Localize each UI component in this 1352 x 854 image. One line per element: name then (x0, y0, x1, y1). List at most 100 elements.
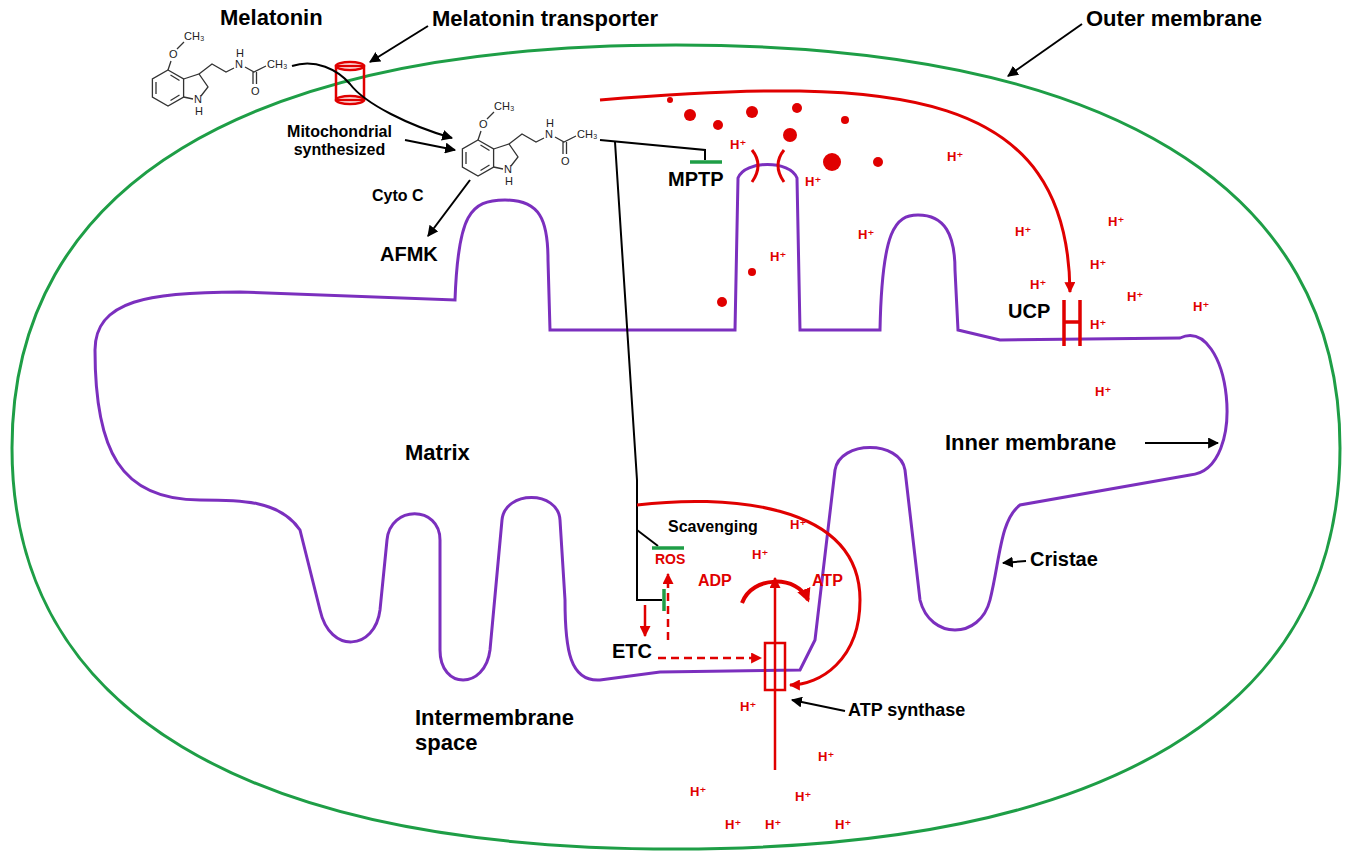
proton-label: H⁺ (805, 175, 821, 190)
leader-arrow (370, 26, 428, 62)
part-label: Matrix (405, 440, 470, 465)
proton-label: H⁺ (1193, 300, 1209, 315)
proton-label: H⁺ (858, 228, 874, 243)
proton-label: H⁺ (1090, 318, 1106, 333)
part-label: Outer membrane (1086, 6, 1262, 31)
atom-label: CH₃ (184, 30, 204, 43)
part-label: Mitochondrial synthesized (272, 123, 407, 160)
drawing-part (748, 268, 756, 276)
ucp-channel (1064, 300, 1080, 346)
proton-label: H⁺ (818, 750, 834, 765)
atom-label: N (545, 128, 553, 141)
inhibition-bar (690, 160, 722, 164)
leader-arrow (1003, 561, 1026, 563)
proton-label: H⁺ (770, 250, 786, 265)
proton-label: H⁺ (1095, 385, 1111, 400)
proton-label: H⁺ (1030, 278, 1046, 293)
atom-label: CH₃ (494, 100, 514, 113)
drawing-part (478, 112, 494, 140)
drawing-part (746, 106, 758, 118)
melatonin-structure (152, 42, 266, 106)
proton-label: H⁺ (1127, 290, 1143, 305)
part-label: ETC (612, 640, 652, 663)
etc-inhibition-bar (662, 589, 666, 611)
drawing-part (667, 97, 673, 103)
atom-label: N (504, 163, 512, 176)
drawing-part (684, 109, 696, 121)
proton-label: H⁺ (740, 700, 756, 715)
atom-label: CH₃ (267, 58, 287, 71)
part-label: Cyto C (372, 187, 424, 205)
drawing-part (841, 116, 849, 124)
part-label: Melatonin (220, 5, 323, 30)
drawing-part (156, 75, 180, 101)
part-label: ATP synthase (848, 700, 965, 721)
part-label: ADP (698, 572, 732, 590)
ros-production-arrow (667, 574, 670, 640)
proton-label: H⁺ (1108, 215, 1124, 230)
melatonin-structure (462, 112, 576, 176)
atom-label: O (251, 85, 260, 98)
part-label: Melatonin transporter (432, 6, 658, 31)
proton-label: H⁺ (947, 150, 963, 165)
drawing-part (199, 64, 266, 84)
atom-label: O (479, 118, 488, 131)
drawing-part (823, 153, 841, 171)
atom-label: H (195, 105, 203, 118)
atom-label: H (546, 117, 554, 130)
part-label: Scavenging (668, 518, 758, 536)
proton-dots (667, 97, 883, 307)
leader-arrow (1145, 442, 1218, 444)
proton-label: H⁺ (725, 818, 741, 833)
leader-arrow (792, 700, 845, 711)
proton-label: H⁺ (765, 818, 781, 833)
etc-arrow (644, 605, 647, 636)
etc-to-synthase-arrow (658, 657, 761, 660)
atom-label: H (236, 47, 244, 60)
part-label: Inner membrane (945, 430, 1116, 455)
part-label: UCP (1008, 300, 1050, 323)
drawing-part (336, 62, 364, 70)
drawing-part (168, 42, 184, 70)
atom-label: O (561, 155, 570, 168)
drawing-part (462, 140, 493, 176)
drawing-part (792, 103, 802, 113)
proton-label: H⁺ (790, 518, 806, 533)
part-label: Intermembrane space (415, 705, 605, 756)
ucp-activation-arrow (600, 91, 1070, 292)
leader-arrow (1008, 24, 1082, 76)
mptp-pore (752, 150, 784, 182)
drawing-part (783, 128, 797, 142)
proton-label: H⁺ (795, 790, 811, 805)
drawing-part (717, 297, 727, 307)
melatonin-branch-line (615, 142, 662, 600)
scavenging-line (637, 530, 658, 546)
drawing-part (509, 134, 576, 154)
atom-label: CH₃ (577, 128, 597, 141)
atom-label: H (505, 175, 513, 188)
atom-label: O (169, 48, 178, 61)
drawing-part (466, 145, 490, 171)
inner-membrane (95, 165, 1227, 681)
proton-label: H⁺ (690, 785, 706, 800)
part-label: ATP (812, 572, 843, 590)
proton-label: H⁺ (1090, 258, 1106, 273)
atp-support-arrow (637, 501, 860, 685)
drawing-part (752, 150, 758, 182)
drawing-part (778, 150, 784, 182)
part-label: AFMK (380, 243, 438, 266)
metabolism-arrow (428, 180, 470, 236)
part-label: Cristae (1030, 548, 1098, 571)
proton-label: H⁺ (730, 138, 746, 153)
part-label: MPTP (668, 168, 724, 191)
drawing-part (873, 157, 883, 167)
drawing-part (152, 70, 183, 106)
synthesis-arrow (405, 140, 455, 150)
scavenging-bar (652, 546, 684, 550)
atp-synthase (742, 578, 808, 770)
part-label: ROS (655, 551, 685, 567)
drawing-part (742, 582, 808, 603)
drawing-part (336, 96, 364, 104)
